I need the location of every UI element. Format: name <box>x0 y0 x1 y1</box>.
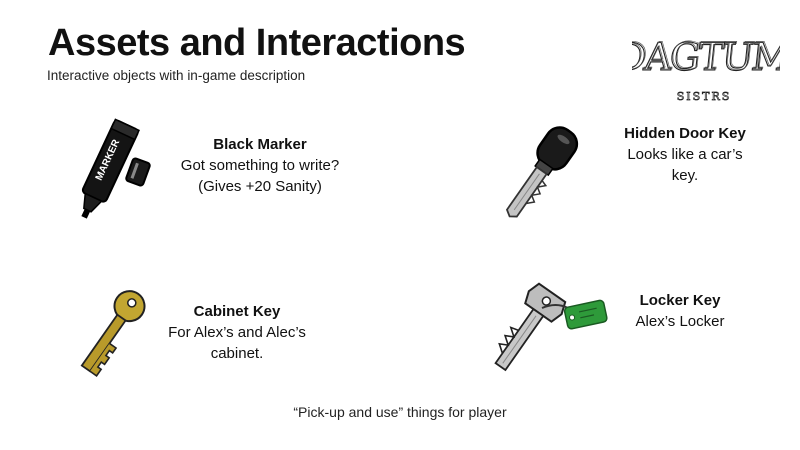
game-logo: DAGTUM DAGTUM SISTRS <box>613 20 793 108</box>
item-description-line: (Gives +20 Sanity) <box>198 178 322 195</box>
item-description-line: Alex’s Locker <box>635 313 725 330</box>
locker-key-icon[interactable] <box>472 278 612 384</box>
item-description-line: For Alex’s and Alec’s <box>168 324 306 341</box>
footer-caption: “Pick-up and use” things for player <box>293 404 507 420</box>
item-name: Hidden Door Key <box>624 125 746 142</box>
item-name: Locker Key <box>639 292 721 309</box>
item-black-marker: Black Marker Got something to write? (Gi… <box>170 134 350 197</box>
svg-text:DAGTUM: DAGTUM <box>632 34 780 78</box>
marker-icon[interactable]: MARKER <box>66 108 162 228</box>
item-hidden-door-key: Hidden Door Key Looks like a car’s key. <box>595 123 775 186</box>
page-subtitle: Interactive objects with in-game descrip… <box>47 68 306 83</box>
item-description-line: cabinet. <box>210 345 264 362</box>
logo-subtext: SISTRS <box>677 90 732 103</box>
logo-text: DAGTUM <box>632 35 780 79</box>
item-description-line: Looks like a car’s <box>627 146 743 163</box>
item-description-line: key. <box>671 167 699 184</box>
item-name: Cabinet Key <box>193 303 281 320</box>
item-cabinet-key: Cabinet Key For Alex’s and Alec’s cabine… <box>162 301 312 364</box>
item-name: Black Marker <box>213 136 307 153</box>
gold-key-icon[interactable] <box>62 284 158 384</box>
car-key-icon[interactable] <box>494 118 586 228</box>
page-title: Assets and Interactions <box>48 22 466 64</box>
item-locker-key: Locker Key Alex’s Locker <box>610 290 750 332</box>
item-description-line: Got something to write? <box>180 157 340 174</box>
